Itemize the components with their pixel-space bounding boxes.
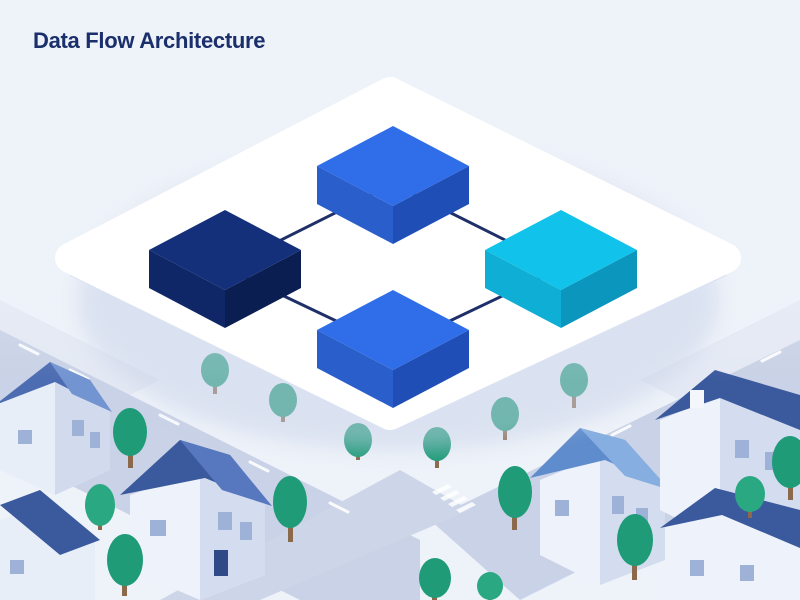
lane-marking [158, 413, 180, 426]
node-left-side-left [149, 250, 225, 328]
platform-top [55, 77, 741, 430]
diagram-nodes [149, 126, 637, 408]
node-right-side-right [561, 250, 637, 328]
node-right[interactable] [485, 210, 637, 328]
tree [113, 408, 147, 468]
node-bottom-side-right [393, 330, 469, 408]
tree [419, 558, 451, 600]
tree [772, 436, 800, 500]
tree [735, 476, 765, 518]
tree [85, 484, 115, 530]
tree [477, 572, 503, 600]
lane-marking [610, 424, 632, 437]
node-top-side-right [393, 166, 469, 244]
house [660, 488, 800, 600]
node-bottom[interactable] [317, 290, 469, 408]
node-left-side-right [225, 250, 301, 328]
house [120, 440, 272, 600]
lane-marking [328, 501, 350, 514]
node-top-side-left [317, 166, 393, 244]
tree [273, 476, 307, 542]
node-right-top [485, 210, 637, 290]
tree [107, 534, 143, 596]
node-bottom-top [317, 290, 469, 370]
node-left[interactable] [149, 210, 301, 328]
tree [617, 514, 653, 580]
lane-marking [248, 460, 270, 473]
node-right-side-left [485, 250, 561, 328]
node-top-top [317, 126, 469, 206]
node-left-top [149, 210, 301, 290]
house [0, 490, 100, 600]
tree [498, 466, 532, 530]
page-title: Data Flow Architecture [33, 28, 266, 53]
crosswalk [432, 484, 476, 513]
node-bottom-side-left [317, 330, 393, 408]
node-top[interactable] [317, 126, 469, 244]
